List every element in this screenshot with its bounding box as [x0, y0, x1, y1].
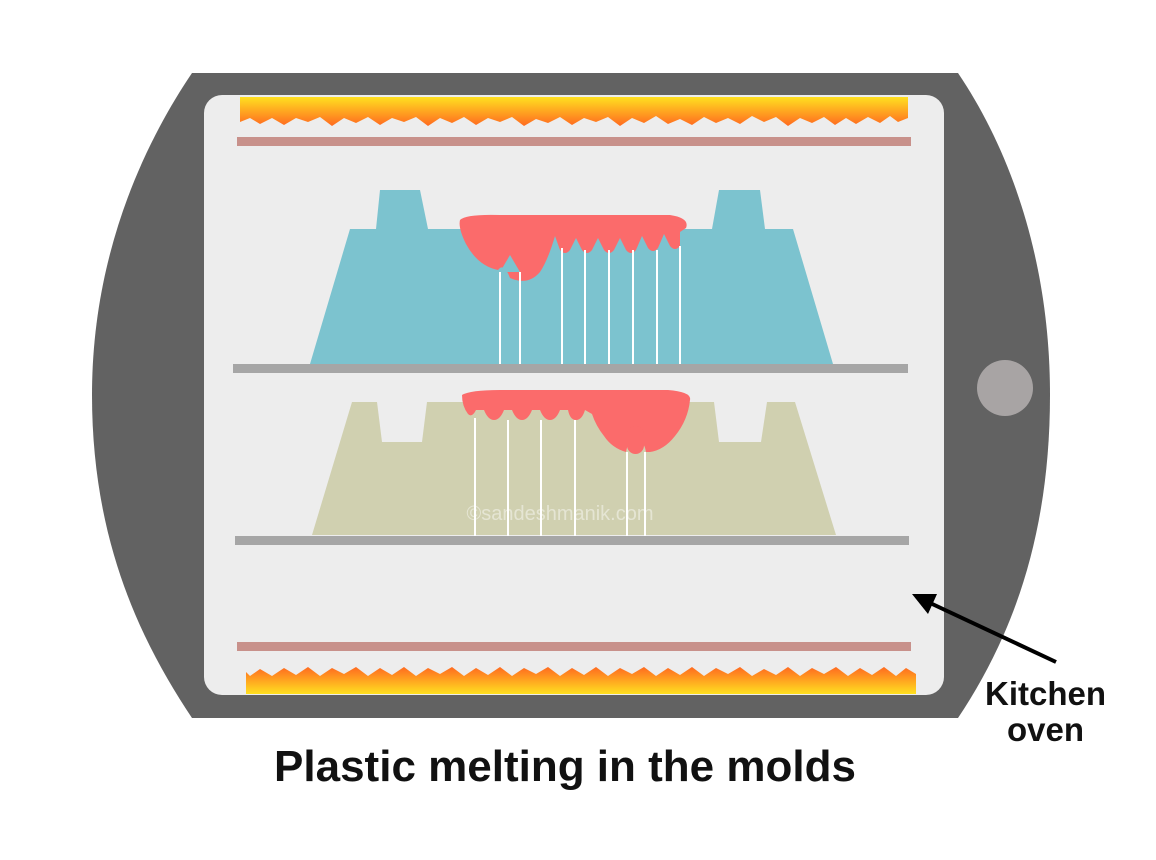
upper-mold-lines: [499, 246, 681, 364]
bottom-flame-icon: [246, 667, 916, 694]
lower-mold-lines: [474, 418, 646, 536]
oven-knob-icon[interactable]: [977, 360, 1033, 416]
bottom-heating-element: [237, 642, 911, 651]
arrow-icon: [912, 594, 1057, 664]
upper-rack: [233, 364, 908, 373]
upper-mold: [310, 190, 833, 364]
watermark: ©sandeshmanik.com: [466, 503, 653, 525]
top-heating-element: [237, 137, 911, 146]
lower-rack: [235, 536, 909, 545]
upper-melted-plastic: [459, 214, 687, 281]
kitchen-oven-label-line1: Kitchen: [985, 675, 1107, 712]
top-flame-icon: [240, 97, 908, 126]
kitchen-oven-label: Kitchen oven: [985, 676, 1106, 748]
diagram-title: Plastic melting in the molds: [274, 742, 856, 791]
kitchen-oven-label-line2: oven: [1006, 711, 1085, 748]
lower-melted-drip: [627, 426, 644, 454]
upper-melted-drip-peak: [500, 255, 520, 272]
